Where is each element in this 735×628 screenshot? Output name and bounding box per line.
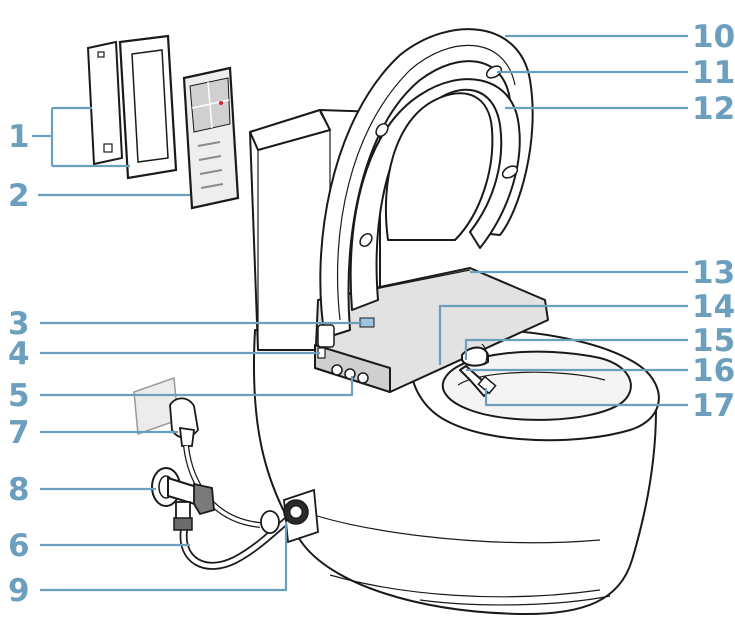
toilet-bowl (254, 329, 659, 614)
callout-9: 9 (8, 573, 30, 609)
side-button-2 (345, 369, 355, 379)
callout-16: 16 (692, 353, 735, 389)
callout-4: 4 (8, 336, 30, 372)
side-button-1 (332, 365, 342, 375)
callout-10: 10 (692, 19, 735, 55)
remote-control (184, 68, 238, 208)
callout-17: 17 (692, 388, 735, 424)
callout-13: 13 (692, 255, 735, 291)
callout-14: 14 (692, 289, 735, 325)
callout-5: 5 (8, 378, 30, 414)
callout-8: 8 (8, 472, 30, 508)
remote-red-indicator (219, 101, 223, 105)
callout-1: 1 (8, 119, 30, 155)
callout-6: 6 (8, 528, 30, 564)
callout-12: 12 (692, 91, 735, 127)
wall-socket (134, 378, 198, 446)
side-button-3 (358, 373, 368, 383)
callout-2: 2 (8, 178, 30, 214)
callout-7: 7 (8, 415, 30, 451)
callout-11: 11 (692, 55, 735, 91)
angle-valve (152, 468, 214, 530)
remote-wall-bracket (88, 36, 176, 178)
seat-sensor (360, 318, 374, 327)
